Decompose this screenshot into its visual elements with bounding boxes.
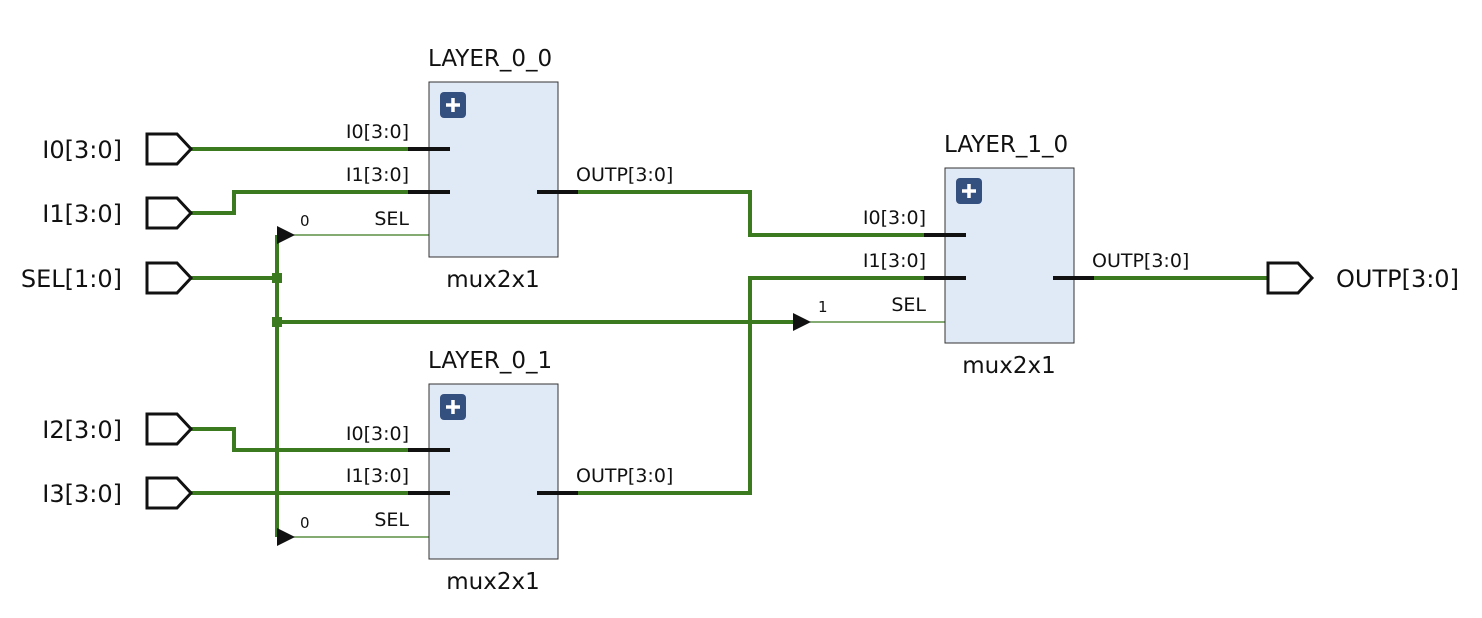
port-label: SEL[1:0] (21, 265, 122, 293)
port-arrow-icon[interactable] (145, 476, 194, 510)
pin-label: I1[3:0] (346, 164, 409, 186)
port-label: I3[3:0] (42, 480, 122, 508)
pin-label: I0[3:0] (346, 423, 409, 445)
pin-label: I1[3:0] (346, 465, 409, 487)
pin-label: OUTP[3:0] (1092, 250, 1189, 272)
instance-layer-0-1[interactable]: LAYER_0_1 I0[3:0] I1[3:0] SEL OUTP[3:0] … (346, 348, 673, 595)
mux-block[interactable] (428, 81, 559, 258)
port-arrow-icon[interactable] (145, 412, 194, 446)
net-layer-0-0-outp[interactable] (578, 190, 924, 237)
pin-label: OUTP[3:0] (576, 164, 673, 186)
instance-name: LAYER_0_0 (428, 46, 552, 72)
port-label: OUTP[3:0] (1336, 265, 1459, 293)
pin-label: I0[3:0] (346, 121, 409, 143)
sel-arrow-icon (277, 226, 295, 244)
sel-arrow-icon (277, 528, 295, 546)
pin-label: SEL (891, 294, 926, 316)
port-arrow-icon[interactable] (145, 196, 194, 230)
net-i2[interactable] (191, 427, 408, 452)
expand-button[interactable] (956, 178, 982, 204)
sel-bit-label: 1 (818, 298, 828, 316)
port-arrow-icon[interactable] (1266, 261, 1315, 295)
output-port-outp[interactable]: OUTP[3:0] (1266, 261, 1459, 295)
junction-dot (272, 317, 282, 327)
cell-type-label: mux2x1 (446, 267, 539, 293)
cell-type-label: mux2x1 (962, 353, 1055, 379)
pin-label: I0[3:0] (863, 207, 926, 229)
input-port-i0[interactable]: I0[3:0] (42, 132, 194, 166)
expand-button[interactable] (440, 92, 466, 118)
port-label: I2[3:0] (42, 416, 122, 444)
input-port-sel[interactable]: SEL[1:0] (21, 261, 194, 295)
port-arrow-icon[interactable] (145, 261, 194, 295)
instance-layer-0-0[interactable]: LAYER_0_0 I0[3:0] I1[3:0] SEL OUTP[3:0] … (346, 46, 673, 293)
sel-arrow-icon (793, 313, 811, 331)
sel-bit-label: 0 (300, 514, 310, 532)
net-layer-0-1-outp[interactable] (578, 276, 924, 495)
input-port-i3[interactable]: I3[3:0] (42, 476, 194, 510)
pin-label: I1[3:0] (863, 250, 926, 272)
input-port-i1[interactable]: I1[3:0] (42, 196, 194, 230)
pin-label: OUTP[3:0] (576, 465, 673, 487)
expand-button[interactable] (440, 394, 466, 420)
nets (191, 147, 1268, 538)
instance-name: LAYER_0_1 (428, 348, 552, 374)
instance-layer-1-0[interactable]: LAYER_1_0 I0[3:0] I1[3:0] SEL OUTP[3:0] … (863, 132, 1189, 379)
input-port-i2[interactable]: I2[3:0] (42, 412, 194, 446)
port-arrow-icon[interactable] (145, 132, 194, 166)
cell-type-label: mux2x1 (446, 569, 539, 595)
net-i1[interactable] (191, 190, 408, 215)
pin-label: SEL (374, 509, 409, 531)
junction-dot (272, 273, 282, 283)
port-label: I0[3:0] (42, 136, 122, 164)
port-label: I1[3:0] (42, 200, 122, 228)
instance-name: LAYER_1_0 (944, 132, 1068, 158)
sel-bit-label: 0 (300, 212, 310, 230)
pin-label: SEL (374, 208, 409, 230)
